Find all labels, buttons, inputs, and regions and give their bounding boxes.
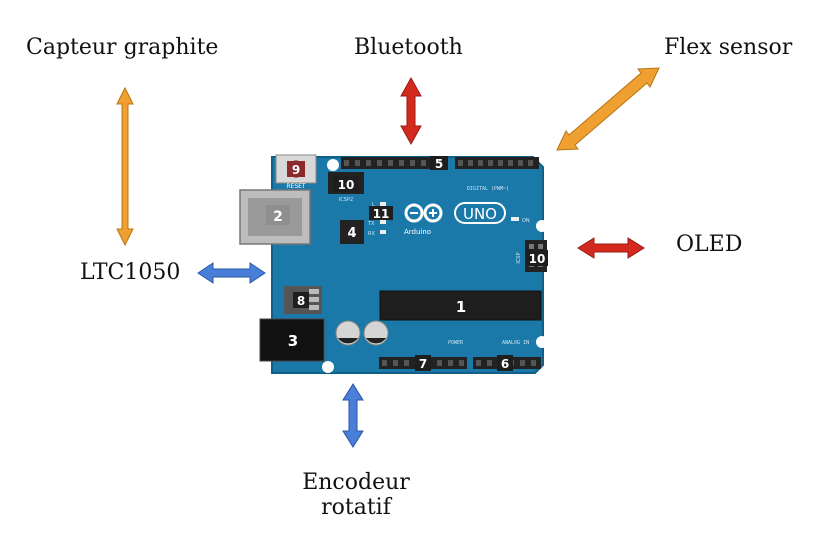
label-flex-sensor: Flex sensor: [664, 35, 793, 60]
icsp2-label: ICSP2: [339, 197, 353, 203]
marker-1: 1: [456, 298, 466, 316]
svg-text:3: 3: [288, 332, 298, 350]
marker-11: 11: [369, 206, 393, 221]
label-encodeur-line1: Encodeur: [302, 470, 410, 495]
arduino-board: RESET DIGITAL (PWM~) ICSP2 L TX RX: [239, 154, 548, 374]
mounting-hole: [536, 336, 548, 348]
label-ltc1050: LTC1050: [80, 260, 181, 285]
svg-text:10: 10: [338, 178, 355, 192]
arduino-brand: Arduino: [404, 228, 431, 236]
small-chip: [340, 220, 364, 244]
arrow-bluetooth: [400, 76, 422, 146]
mounting-hole: [327, 159, 339, 171]
svg-text:8: 8: [297, 294, 305, 308]
label-bluetooth: Bluetooth: [354, 35, 463, 60]
marker-10-icsp2: 10: [333, 176, 359, 192]
svg-text:6: 6: [501, 357, 509, 371]
svg-text:5: 5: [435, 157, 443, 171]
arduino-logo: UNO Arduino: [404, 202, 506, 236]
mounting-hole: [322, 361, 334, 373]
marker-5: 5: [430, 156, 448, 171]
svg-text:9: 9: [292, 163, 300, 177]
marker-3: 3: [288, 332, 298, 350]
reset-label: RESET: [286, 183, 306, 190]
label-encodeur-rotatif: Encodeur rotatif: [297, 470, 415, 521]
svg-text:11: 11: [373, 207, 390, 221]
marker-10-icsp: 10: [526, 250, 548, 266]
arrow-encodeur: [342, 383, 364, 448]
marker-8: 8: [293, 292, 309, 308]
svg-text:4: 4: [347, 226, 356, 241]
power-label: POWER: [448, 340, 464, 346]
on-label: ON: [522, 218, 530, 224]
marker-6: 6: [497, 355, 513, 371]
icsp-side-label: ICSP: [516, 252, 522, 263]
mounting-hole: [536, 220, 548, 232]
arrow-oled: [577, 237, 645, 259]
led-l-label: L: [372, 202, 375, 208]
svg-text:1: 1: [456, 298, 466, 316]
uno-label: UNO: [463, 205, 497, 223]
led-tx-label: TX: [367, 221, 375, 227]
digital-label: DIGITAL (PWM~): [467, 186, 509, 192]
marker-7: 7: [415, 355, 431, 371]
reset-button: [275, 154, 317, 184]
led-rx-label: RX: [368, 231, 375, 237]
label-oled: OLED: [676, 232, 743, 257]
marker-2: 2: [266, 205, 290, 225]
arrow-capteur: [116, 86, 134, 247]
svg-text:7: 7: [419, 357, 427, 371]
arrow-ltc: [197, 262, 266, 284]
arrow-flex: [556, 67, 660, 151]
atmega-chip: [379, 290, 542, 321]
marker-9: 9: [287, 161, 305, 177]
svg-text:10: 10: [529, 252, 546, 266]
marker-4: 4: [347, 226, 356, 241]
svg-text:2: 2: [273, 209, 283, 225]
analog-label: ANALOG IN: [502, 340, 529, 346]
label-capteur-graphite: Capteur graphite: [26, 35, 219, 60]
power-jack: [259, 318, 325, 362]
label-encodeur-line2: rotatif: [321, 495, 391, 521]
digital-header-right: [455, 157, 539, 169]
